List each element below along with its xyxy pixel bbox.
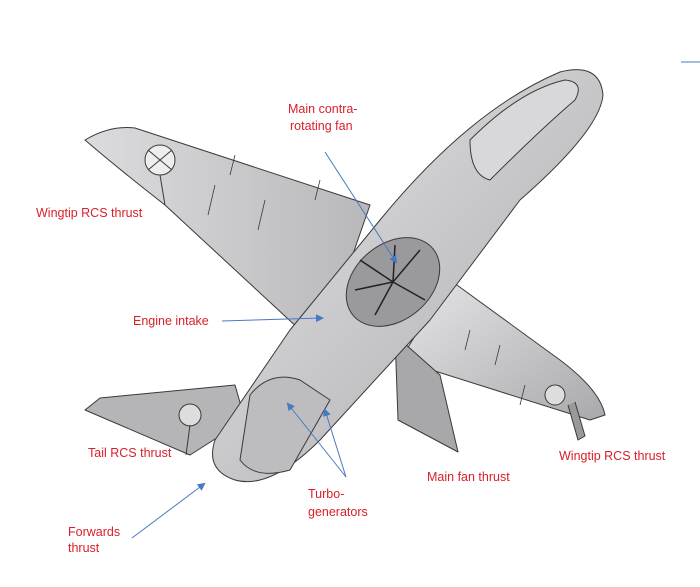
turbogenerator-pods <box>239 376 331 474</box>
callout-arrows <box>131 61 700 539</box>
label-forwards-2: thrust <box>68 541 100 555</box>
label-main-fan-1: Main contra- <box>288 102 358 116</box>
tail-fan-strut <box>185 424 191 456</box>
label-main-fan-thrust: Main fan thrust <box>427 470 510 484</box>
left-wingtip-fan-strut <box>147 149 173 206</box>
wing-thrust-arrows <box>207 154 526 406</box>
label-wingtip-left: Wingtip RCS thrust <box>36 206 143 220</box>
label-main-fan-2: rotating fan <box>290 119 353 133</box>
label-tail-rcs: Tail RCS thrust <box>88 446 172 460</box>
left-wing <box>84 127 371 331</box>
label-turbo-1: Turbo- <box>308 487 345 501</box>
main-fan-flap <box>394 334 459 453</box>
right-wingtip-nozzle <box>567 401 586 441</box>
arrow-turbo-1 <box>286 402 347 478</box>
right-wingtip-fan <box>544 384 566 406</box>
arrow-turbo-2 <box>322 408 347 478</box>
label-forwards-1: Forwards <box>68 525 121 539</box>
label-wingtip-right: Wingtip RCS thrust <box>559 449 666 463</box>
arrow-main-fan <box>324 151 398 264</box>
tail-fan <box>178 403 202 427</box>
canopy <box>469 79 579 181</box>
label-turbo-2: generators <box>308 505 368 519</box>
arrow-forwards-thrust <box>131 482 206 539</box>
arrow-engine-intake <box>221 314 324 323</box>
label-engine-intake: Engine intake <box>133 314 209 328</box>
